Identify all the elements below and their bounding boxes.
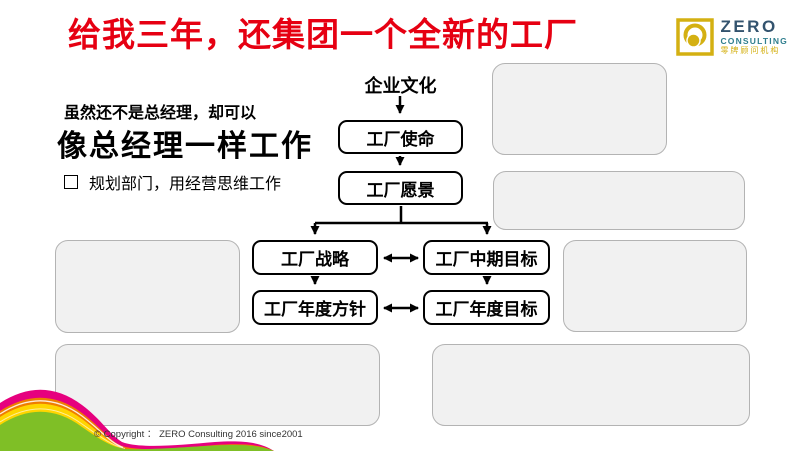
zero-consulting-logo: ZERO CONSULTING 零牌顾问机构 [676, 17, 788, 56]
placeholder-box-top-right [492, 63, 667, 155]
bullet-row: 规划部门，用经营思维工作 [64, 170, 281, 194]
placeholder-box-right-lower [563, 240, 747, 332]
slide-title: 给我三年，还集团一个全新的工厂 [68, 16, 578, 53]
placeholder-box-right-middle [493, 171, 745, 230]
flow-node-factory-mission: 工厂使命 [338, 120, 463, 154]
zero-logo-icon [676, 18, 715, 56]
placeholder-box-bottom-right [432, 344, 750, 426]
placeholder-box-bottom-left [55, 344, 380, 426]
logo-name: ZERO [720, 17, 778, 37]
flow-node-factory-strategy: 工厂战略 [252, 240, 378, 275]
rainbow-ribbon-decoration [0, 389, 274, 451]
placeholder-box-left-middle [55, 240, 240, 333]
logo-text: ZERO CONSULTING 零牌顾问机构 [720, 17, 788, 56]
checkbox-bullet-icon [64, 175, 78, 189]
logo-tagline: 零牌顾问机构 [720, 46, 781, 56]
intro-line-2: 像总经理一样工作 [57, 130, 313, 163]
copyright-footer: © Copyright ： ZERO Consulting 2016 since… [94, 429, 303, 440]
flow-node-factory-vision: 工厂愿景 [338, 171, 463, 205]
intro-line-1: 虽然还不是总经理，却可以 [64, 105, 257, 122]
flow-label-corporate-culture: 企业文化 [364, 76, 437, 96]
flow-node-mid-term-goal: 工厂中期目标 [423, 240, 550, 275]
flow-node-annual-policy: 工厂年度方针 [252, 290, 378, 325]
logo-subtitle: CONSULTING [720, 35, 788, 46]
bullet-text: 规划部门，用经营思维工作 [89, 176, 282, 193]
flow-node-annual-goal: 工厂年度目标 [423, 290, 550, 325]
